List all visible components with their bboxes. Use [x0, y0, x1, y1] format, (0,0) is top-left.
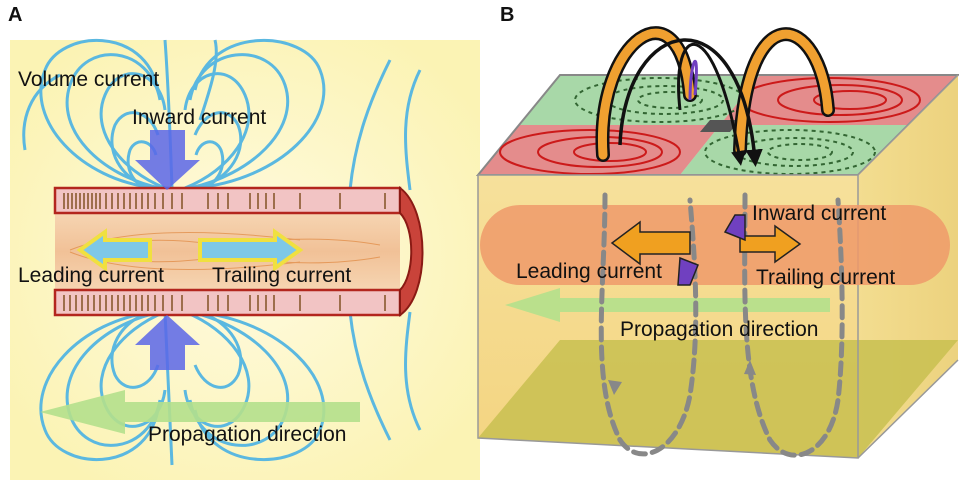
leading-current-arrow — [76, 228, 152, 272]
top-quadrant-back-left — [520, 75, 760, 125]
leading-current-arrow-b — [610, 220, 691, 266]
panel-a: Volume current Inward current Leading cu… — [10, 38, 480, 480]
label-inward-current-a: Inward current — [132, 106, 266, 129]
top-quadrant-back-right — [720, 75, 958, 125]
axon-end-cap — [399, 186, 424, 317]
trailing-current-arrow — [198, 228, 304, 272]
label-propagation-direction-a: Propagation direction — [148, 423, 346, 446]
panel-b: Inward current Leading current Trailing … — [475, 26, 959, 459]
propagation-arrow-b — [505, 288, 830, 322]
cube-floor — [478, 340, 958, 458]
label-volume-current: Volume current — [18, 68, 159, 91]
inward-arrow-lower — [135, 315, 200, 370]
axon-tube — [53, 186, 424, 317]
axon-block — [480, 205, 950, 285]
label-trailing-current-b: Trailing current — [756, 266, 895, 289]
label-leading-current-b: Leading current — [516, 260, 662, 283]
field-arcs — [595, 26, 835, 167]
inward-arrow-b-lower — [677, 256, 699, 286]
label-propagation-direction-b: Propagation direction — [620, 318, 818, 341]
inward-arrow-b-upper — [723, 214, 746, 242]
inward-arrow-upper — [135, 130, 200, 190]
field-lines-upper — [22, 38, 422, 191]
trailing-current-arrow-b — [739, 224, 802, 264]
label-trailing-current-a: Trailing current — [212, 264, 351, 287]
dashed-current-loops — [598, 192, 845, 458]
panel-a-letter: A — [8, 4, 23, 26]
panel-b-letter: B — [500, 4, 515, 26]
label-inward-current-b: Inward current — [752, 202, 886, 225]
label-leading-current-a: Leading current — [18, 264, 164, 287]
propagation-arrow-a — [40, 390, 360, 434]
